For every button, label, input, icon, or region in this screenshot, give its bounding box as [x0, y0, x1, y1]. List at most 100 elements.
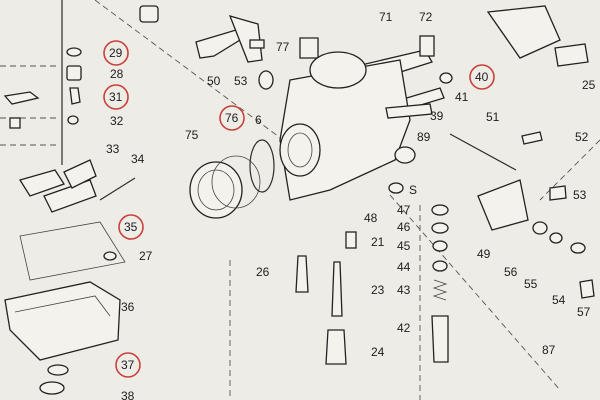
label-43: 43: [397, 283, 411, 297]
label-48: 48: [364, 211, 378, 225]
spring-43: [432, 279, 448, 301]
washer-55: [549, 232, 563, 244]
callout-circle-35: [118, 214, 144, 240]
rod-51: [449, 133, 517, 171]
label-75: 75: [185, 128, 199, 142]
pin-39: [385, 103, 433, 119]
label-32: 32: [110, 114, 124, 128]
throttle-lever-49: [477, 179, 529, 231]
needle-assembly: [295, 182, 449, 365]
label-38: 38: [121, 389, 135, 400]
label-29: 29: [109, 46, 123, 60]
dashed-guide: [539, 139, 600, 201]
plate-25: [554, 43, 589, 67]
label-34: 34: [131, 152, 145, 166]
label-42: 42: [397, 321, 411, 335]
boot-ridge: [211, 155, 261, 209]
nut-53: [549, 185, 567, 201]
label-57: 57: [577, 305, 591, 319]
label-47: 47: [397, 203, 411, 217]
label-S: S: [409, 183, 417, 197]
float-pin-34: [99, 177, 136, 201]
callout-circle-31: [103, 84, 129, 110]
intake-bore: [279, 123, 321, 177]
label-56: 56: [504, 265, 518, 279]
label-49: 49: [477, 247, 491, 261]
label-23: 23: [371, 283, 385, 297]
screw-21: [345, 231, 357, 249]
label-28: 28: [110, 67, 124, 81]
float-bowl-36: [4, 281, 121, 361]
label-51: 51: [486, 110, 500, 124]
label-52: 52: [575, 130, 589, 144]
washer-32: [67, 115, 79, 125]
callout-circle-76: [219, 105, 245, 131]
part-labels: 29 28 31 32 33 34 35 27 36 37 38 50 53 7…: [106, 10, 596, 400]
label-21: 21: [371, 235, 385, 249]
label-76: 76: [225, 111, 239, 125]
dashed-guide: [389, 194, 561, 391]
screw-52: [521, 131, 543, 145]
gasket-35: [19, 221, 126, 281]
label-46: 46: [397, 220, 411, 234]
callout-circle-37: [115, 352, 141, 378]
body-top-chamber: [309, 51, 367, 89]
washer-56: [532, 221, 548, 235]
label-71: 71: [379, 10, 393, 24]
clip-left: [3, 91, 40, 105]
label-27: 27: [139, 249, 153, 263]
label-87: 87: [542, 343, 556, 357]
intake-bore-inner: [287, 132, 313, 168]
bracket-53: [249, 39, 265, 49]
drain-plug-38: [39, 381, 65, 395]
label-24: 24: [371, 345, 385, 359]
o-ring-29: [66, 47, 82, 57]
screw-31: [69, 87, 81, 105]
float-left: [18, 169, 65, 197]
boot-inner: [197, 169, 235, 211]
outlet-S: [394, 146, 416, 164]
label-36: 36: [121, 300, 135, 314]
label-53-right: 53: [573, 188, 587, 202]
label-54: 54: [552, 293, 566, 307]
bowl-edge: [14, 295, 111, 317]
label-89: 89: [417, 130, 431, 144]
o-ring-76: [249, 139, 275, 193]
needle-jet-23: [331, 261, 343, 317]
label-40: 40: [475, 70, 489, 84]
label-37: 37: [121, 358, 135, 372]
jet-28: [66, 65, 82, 81]
label-31: 31: [109, 90, 123, 104]
highlight-callouts: [103, 40, 495, 378]
callout-circle-40: [469, 64, 495, 90]
label-26: 26: [256, 265, 270, 279]
label-53-top: 53: [234, 74, 248, 88]
main-jet-24: [325, 329, 347, 365]
left-column-parts: [3, 47, 136, 395]
label-50: 50: [207, 74, 221, 88]
lever-50: [195, 29, 241, 59]
label-35: 35: [124, 220, 138, 234]
bolt-57: [579, 279, 595, 299]
screw-27: [103, 251, 117, 261]
o-ring-37: [47, 364, 69, 376]
label-39: 39: [430, 109, 444, 123]
label-72: 72: [419, 10, 433, 24]
label-45: 45: [397, 239, 411, 253]
intake-boot: [189, 139, 275, 219]
washer-46: [431, 222, 449, 234]
carburetor-body: [279, 51, 433, 201]
label-41: 41: [455, 90, 469, 104]
label-25: 25: [582, 78, 596, 92]
label-77: 77: [276, 40, 290, 54]
nut-40: [439, 72, 453, 84]
top-cover-25: [486, 5, 561, 59]
cap-48: [388, 182, 404, 194]
nut-54: [570, 242, 586, 254]
callout-circle-29: [103, 40, 129, 66]
plunger-42: [431, 315, 449, 363]
nut-left: [9, 117, 21, 129]
lever-arm: [228, 15, 263, 63]
